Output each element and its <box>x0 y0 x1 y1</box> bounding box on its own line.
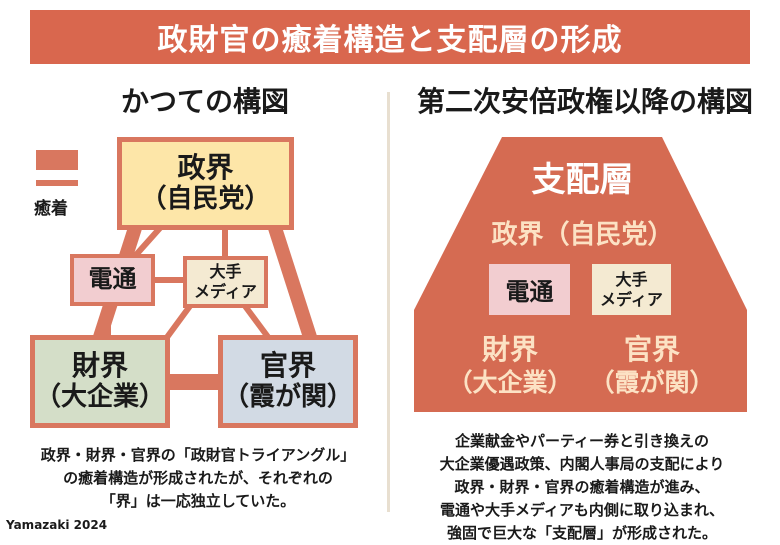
banner-title: 政財官の癒着構造と支配層の形成 <box>157 23 623 58</box>
seikai-label: 政界 <box>177 151 234 185</box>
pyramid-zaikai-sublabel: （大企業） <box>447 368 573 397</box>
right-caption-line: 企業献金やパーティー券と引き換えの <box>454 432 710 450</box>
pyramid-kankai: 官界 （霞が関） <box>582 332 722 398</box>
media-label-line2: メディア <box>194 282 257 301</box>
kankai-sublabel: （霞が関） <box>223 381 354 412</box>
pyramid-media-line2: メディア <box>600 289 663 309</box>
left-caption-line: 「界」は一応独立していた。 <box>100 492 296 510</box>
kankai-label: 官界 <box>259 349 316 383</box>
left-caption-line: の癒着構造が形成されたが、それぞれの <box>63 469 333 487</box>
pyramid-media-box: 大手 メディア <box>592 264 671 315</box>
dentsu-label: 電通 <box>88 265 137 294</box>
legend-bar-thick <box>36 150 78 170</box>
pyramid-dentsu-box: 電通 <box>489 264 570 315</box>
right-caption: 企業献金やパーティー券と引き換えの 大企業優遇政策、内閣人事局の支配により 政界… <box>398 430 766 545</box>
link-media-zaikai <box>162 304 193 342</box>
box-media: 大手 メディア <box>183 256 268 308</box>
pyramid-media-line1: 大手 <box>615 269 648 289</box>
legend-label: 癒着 <box>34 199 68 219</box>
media-label-line1: 大手 <box>209 262 242 281</box>
box-zaikai: 財界 （大企業） <box>30 335 170 428</box>
pyramid-seikai: 政界（自民党） <box>491 220 674 250</box>
right-caption-line: 電通や大手メディアも内側に取り込まれ、 <box>439 501 725 519</box>
pyramid-zaikai: 財界 （大企業） <box>440 332 580 398</box>
right-caption-line: 強固で巨大な「支配層」が形成された。 <box>446 524 717 542</box>
link-seikai-dentsu <box>132 226 163 258</box>
right-caption-line: 大企業優遇政策、内閣人事局の支配により <box>439 455 725 473</box>
legend-bar-thin <box>36 180 78 186</box>
zaikai-sublabel: （大企業） <box>35 381 166 412</box>
left-caption: 政界・財界・官界の「政財官トライアングル」 の癒着構造が形成されたが、それぞれの… <box>28 444 368 513</box>
box-seikai: 政界 （自民党） <box>117 137 294 230</box>
pyramid-kankai-label: 官界 <box>623 333 680 366</box>
right-caption-line: 政界・財界・官界の癒着構造が進み、 <box>454 478 710 496</box>
link-media-kankai <box>242 304 271 339</box>
left-caption-line: 政界・財界・官界の「政財官トライアングル」 <box>40 446 356 464</box>
pyramid-shape <box>414 137 747 412</box>
pyramid-kankai-sublabel: （霞が関） <box>589 368 715 397</box>
left-section-title: かつての構図 <box>120 85 289 118</box>
credit: Yamazaki 2024 <box>6 518 108 532</box>
link-seikai-kankai <box>268 225 317 340</box>
pyramid-zaikai-label: 財界 <box>481 333 538 366</box>
box-dentsu: 電通 <box>70 254 155 306</box>
zaikai-label: 財界 <box>71 349 128 383</box>
right-section-title: 第二次安倍政権以降の構図 <box>416 85 753 118</box>
header-banner: 政財官の癒着構造と支配層の形成 <box>30 10 750 64</box>
center-divider <box>387 92 390 512</box>
pyramid-dentsu-label: 電通 <box>505 278 554 306</box>
box-kankai: 官界 （霞が関） <box>218 335 358 428</box>
seikai-sublabel: （自民党） <box>140 183 271 214</box>
pyramid-title: 支配層 <box>531 160 634 200</box>
